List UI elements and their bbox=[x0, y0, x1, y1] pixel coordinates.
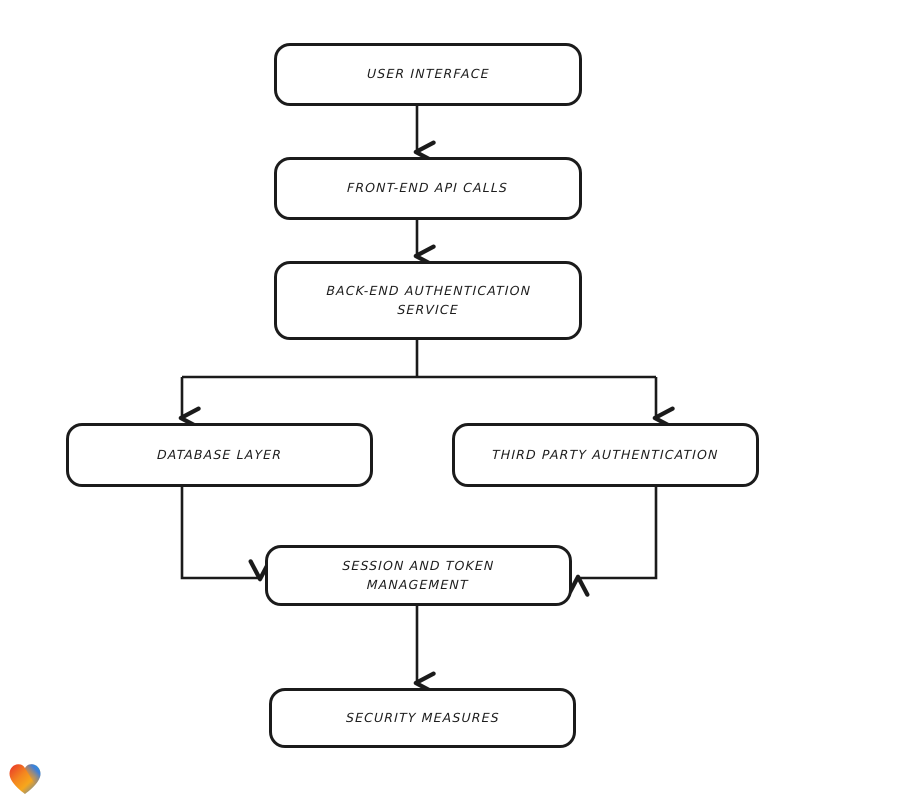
edge-thirdparty-to-session bbox=[566, 487, 658, 597]
node-user-interface[interactable]: USER INTERFACE bbox=[274, 43, 582, 106]
node-third-party-authentication-label: THIRD PARTY AUTHENTICATION bbox=[492, 446, 720, 462]
edge-database-to-session bbox=[180, 487, 272, 582]
node-third-party-authentication[interactable]: THIRD PARTY AUTHENTICATION bbox=[452, 423, 759, 487]
node-security-measures[interactable]: SECURITY MEASURES bbox=[269, 688, 576, 748]
node-database-layer-label: DATABASE LAYER bbox=[156, 446, 283, 462]
node-security-measures-label: SECURITY MEASURES bbox=[345, 709, 500, 725]
node-session-and-token-management[interactable]: SESSION AND TOKEN MANAGEMENT bbox=[265, 545, 572, 606]
node-frontend-api-calls-label: FRONT-END API CALLS bbox=[347, 180, 509, 196]
node-user-interface-label: USER INTERFACE bbox=[366, 66, 490, 82]
node-backend-authentication-service-label: BACK-END AUTHENTICATION SERVICE bbox=[325, 282, 532, 317]
node-frontend-api-calls[interactable]: FRONT-END API CALLS bbox=[274, 157, 582, 220]
node-database-layer[interactable]: DATABASE LAYER bbox=[66, 423, 373, 487]
node-session-and-token-management-label: SESSION AND TOKEN MANAGEMENT bbox=[342, 557, 496, 592]
heart-icon bbox=[9, 764, 41, 794]
node-backend-authentication-service[interactable]: BACK-END AUTHENTICATION SERVICE bbox=[274, 261, 582, 340]
